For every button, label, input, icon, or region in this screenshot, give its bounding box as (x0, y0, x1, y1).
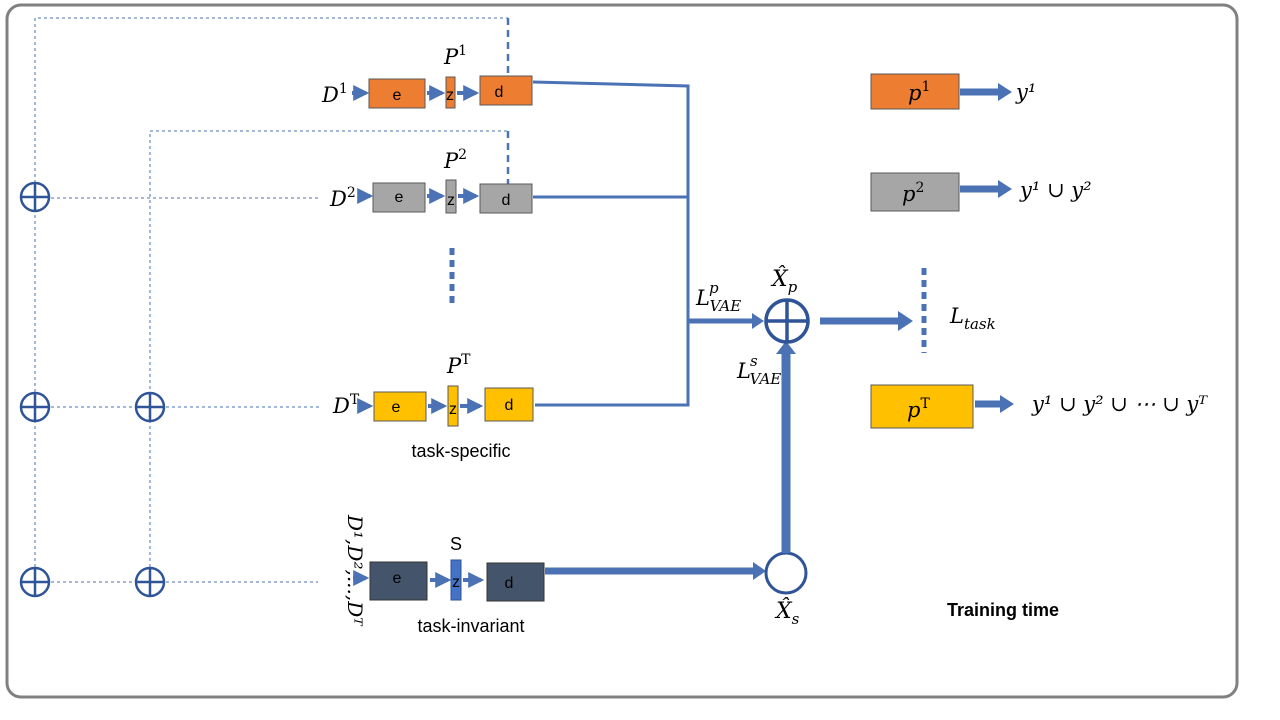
row1-decoder (479, 75, 533, 106)
head-1-label: p1 (908, 79, 930, 105)
ltask-label: Ltask (949, 304, 996, 333)
shared-encoder-label: e (393, 570, 402, 587)
training-time-label: Training time (947, 600, 1059, 620)
shared-input-label: D¹,D²,...,Dᵀ (343, 514, 367, 627)
plus-node-3 (134, 391, 166, 423)
row2-encoder-label: e (395, 189, 404, 206)
row1-encoder (368, 78, 426, 109)
row1-decoder-label: d (495, 84, 504, 101)
row1-latent-name: P1 (443, 43, 467, 69)
row1-input-label: D1 (321, 81, 348, 107)
row2-input-label: D2 (329, 185, 356, 211)
head-t: pT y¹ ∪ y² ∪ ⋯ ∪ yᵀ (870, 384, 1208, 429)
xp-label: X̂p (770, 266, 798, 296)
row1-latent-label: z (446, 87, 454, 104)
outer-frame (5, 3, 1239, 699)
head-t-label: pT (907, 396, 930, 422)
head-1: p1 y¹ (870, 73, 1036, 110)
head-t-output: y¹ ∪ y² ∪ ⋯ ∪ yᵀ (1031, 392, 1208, 416)
row1-latent (445, 76, 456, 109)
plus-node-4 (19, 566, 51, 598)
plus-node-1 (19, 181, 51, 213)
task-invariant-caption: task-invariant (417, 616, 524, 636)
rowt-latent-name: PT (446, 352, 471, 378)
rowt-decoder (484, 387, 534, 422)
shared-encoder (369, 561, 428, 601)
rowt-encoder (373, 391, 427, 422)
task-row-1: D1 e z d P1 (321, 43, 533, 109)
row2-latent (445, 179, 457, 214)
shared-row: D¹,D²,...,Dᵀ e z d S task-invariant (343, 514, 545, 636)
shared-decoder-label: d (505, 575, 514, 592)
head-2-output: y¹ ∪ y² (1019, 178, 1092, 202)
head-1-output: y¹ (1015, 80, 1036, 104)
rowt-latent (447, 385, 459, 427)
shared-latent-label: z (452, 574, 460, 591)
shared-latent (450, 559, 462, 601)
dashed-connectors (34, 17, 508, 583)
task-row-2: D2 e z d P2 (329, 147, 533, 214)
rowt-latent-label: z (449, 401, 457, 418)
row2-latent-name: P2 (443, 147, 467, 173)
rowt-input-label: DT (332, 392, 360, 418)
rowt-decoder-label: d (505, 397, 514, 414)
shared-latent-name: S (450, 534, 462, 554)
row2-decoder (479, 183, 533, 214)
row2-encoder (372, 182, 426, 213)
task-row-t: DT e z d PT task-specific (332, 352, 534, 461)
xp-combine-node (764, 298, 810, 344)
aggregation-lines (532, 80, 690, 407)
rowt-encoder-label: e (392, 399, 401, 416)
row2-latent-label: z (447, 192, 455, 209)
row2-decoder-label: d (502, 192, 511, 209)
head-2-label: p2 (902, 180, 924, 206)
xs-node (764, 551, 808, 595)
task-specific-caption: task-specific (411, 441, 510, 461)
row1-encoder-label: e (393, 87, 402, 104)
xs-label: X̂s (774, 598, 800, 628)
plus-node-2 (19, 391, 51, 423)
plus-node-5 (134, 566, 166, 598)
shared-decoder (486, 562, 545, 602)
head-2: p2 y¹ ∪ y² (870, 172, 1092, 212)
